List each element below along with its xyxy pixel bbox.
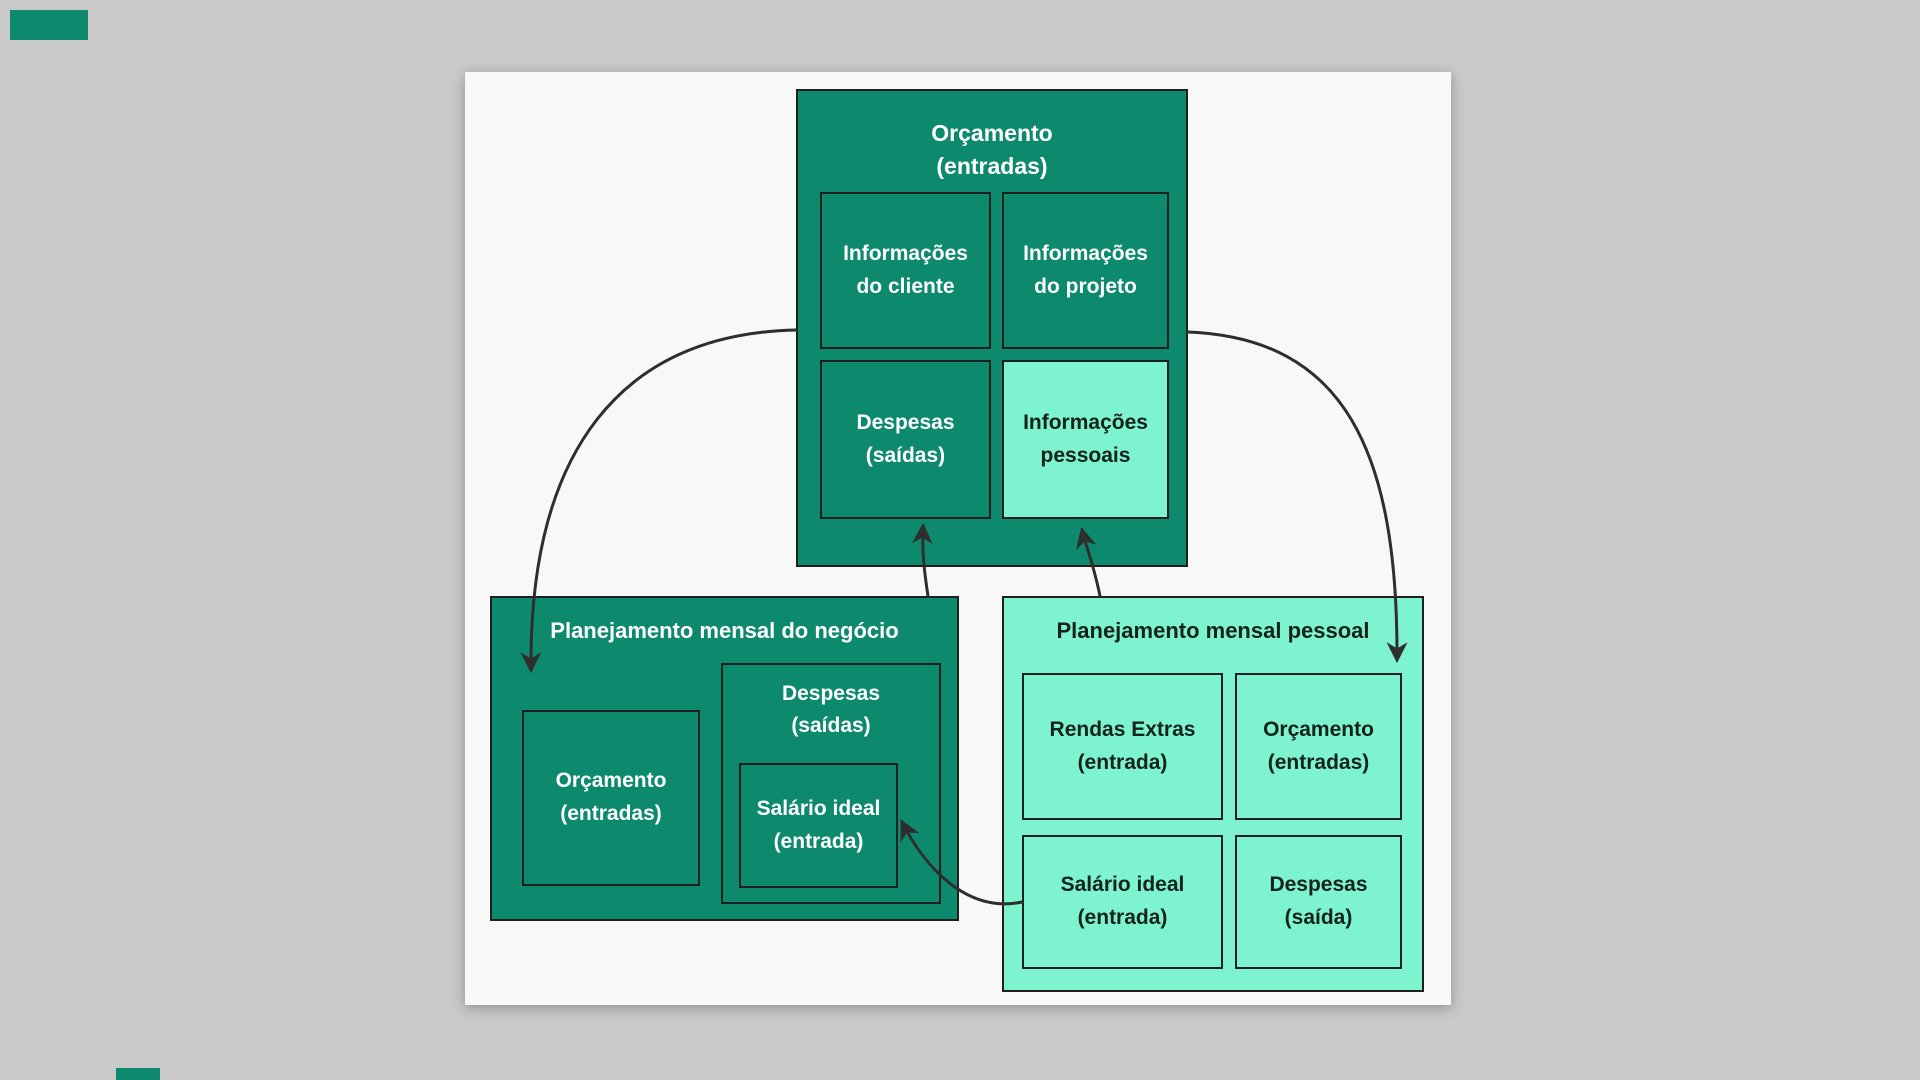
node-budget-title: Orçamento (entradas) [931, 120, 1053, 180]
node-business-ideal-salary: Salário ideal (entrada) [739, 763, 898, 888]
node-expenses-out: Despesas (saídas) [820, 360, 991, 519]
node-project-info: Informações do projeto [1002, 192, 1169, 349]
node-personal-budget: Orçamento (entradas) [1235, 673, 1402, 820]
node-personal-planning: Planejamento mensal pessoal Rendas Extra… [1002, 596, 1424, 992]
background-artifact-bottom-left [116, 1068, 160, 1080]
node-personal-planning-title: Planejamento mensal pessoal [1056, 618, 1370, 643]
node-personal-expenses: Despesas (saída) [1235, 835, 1402, 969]
node-client-info: Informações do cliente [820, 192, 991, 349]
node-business-planning-title: Planejamento mensal do negócio [550, 618, 899, 643]
node-budget: Orçamento (entradas) Informações do clie… [796, 89, 1188, 567]
node-business-budget: Orçamento (entradas) [522, 710, 700, 886]
node-business-expenses-label: Despesas (saídas) [781, 682, 881, 737]
node-extra-income: Rendas Extras (entrada) [1022, 673, 1223, 820]
node-business-planning: Planejamento mensal do negócio Orçamento… [490, 596, 959, 921]
background-artifact-top-left [10, 10, 88, 40]
diagram-canvas: Orçamento (entradas) Informações do clie… [465, 72, 1451, 1005]
node-personal-info: Informações pessoais [1002, 360, 1169, 519]
node-business-expenses: Despesas (saídas) Salário ideal (entrada… [721, 663, 941, 904]
node-personal-ideal-salary: Salário ideal (entrada) [1022, 835, 1223, 969]
